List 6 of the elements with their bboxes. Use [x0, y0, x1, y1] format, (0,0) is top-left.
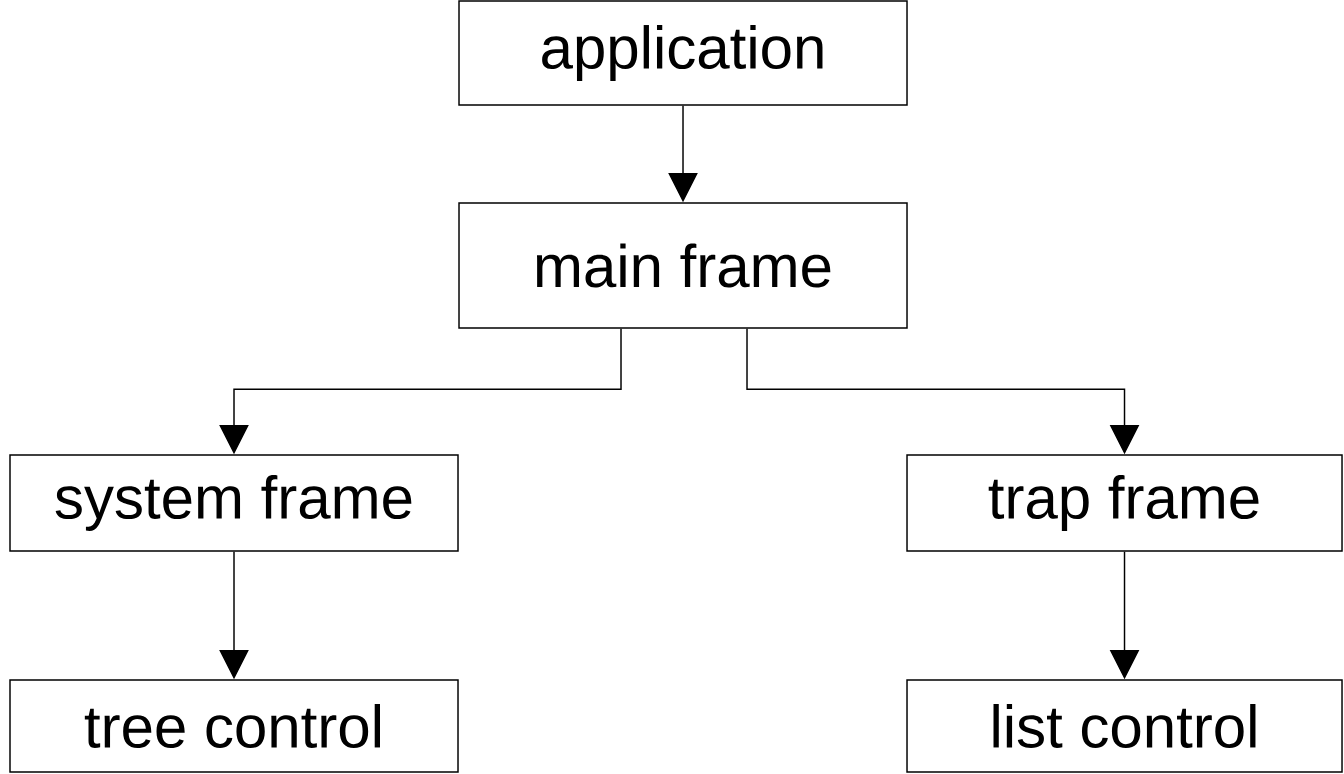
- process-box: main frame: [458, 202, 908, 329]
- process-box: list control: [906, 679, 1343, 773]
- process-box: tree control: [9, 679, 459, 773]
- process-box: system frame: [9, 454, 459, 552]
- process-box: trap frame: [906, 454, 1343, 552]
- process-box: application: [458, 0, 908, 106]
